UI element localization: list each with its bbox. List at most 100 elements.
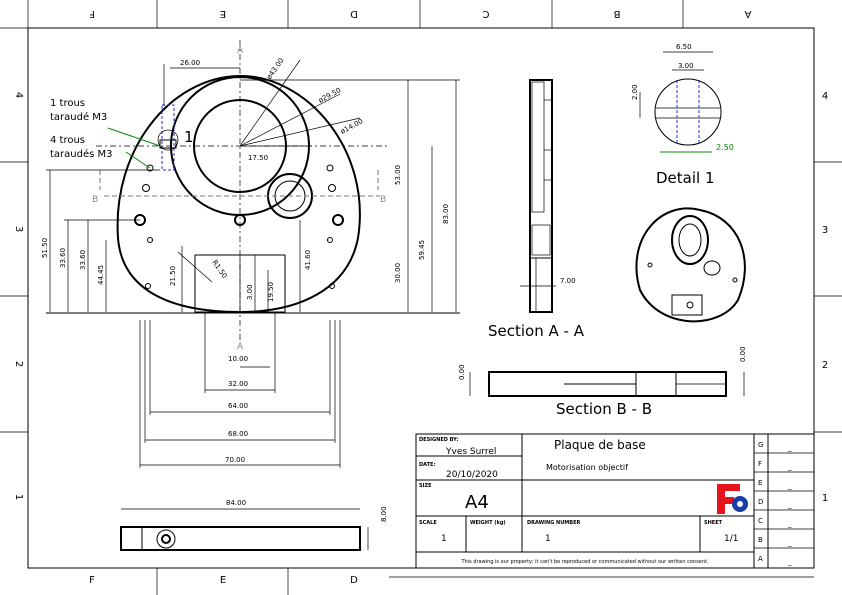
dim-33-60-b: 33.60: [79, 250, 87, 270]
row-label: 1: [13, 494, 24, 500]
dim-17-50: 17.50: [248, 154, 268, 162]
col-label: B: [613, 8, 620, 19]
col-label: E: [220, 575, 226, 586]
dim-r1-50: R1.50: [210, 259, 228, 280]
rev-letter: A: [758, 555, 763, 563]
dim-21-50: 21.50: [169, 266, 177, 286]
dim-2-00: 2.00: [631, 84, 639, 100]
rev-mark: _: [787, 520, 792, 528]
date-label: DATE:: [419, 462, 435, 468]
dim-32: 32.00: [228, 380, 248, 388]
col-label: D: [350, 8, 358, 19]
dim-3: 3.00: [246, 284, 254, 300]
frame-column-labels: F E D C B A F E D 4 3 2 1 4 3 2 1: [13, 8, 828, 586]
col-label: A: [744, 8, 751, 19]
row-label: 1: [822, 493, 828, 504]
dim-59-45: 59.45: [418, 240, 426, 260]
note-one-hole-2: taraudé M3: [50, 111, 107, 123]
section-bb: 0.00 0.00 Section B - B: [458, 346, 747, 418]
col-label: E: [220, 8, 226, 19]
col-label: F: [89, 8, 95, 19]
rev-mark: _: [787, 482, 792, 490]
hole: [332, 214, 344, 226]
dim-3-00: 3.00: [678, 62, 694, 70]
dim-phi29: ø29.50: [317, 86, 342, 104]
rev-mark: _: [787, 463, 792, 471]
rev-letter: D: [758, 498, 763, 506]
drawing-number-value: 1: [545, 534, 551, 544]
sheet-label: SHEET: [704, 520, 723, 526]
dim-83: 83.00: [442, 204, 450, 224]
drawing-title: Plaque de base: [554, 438, 646, 452]
dim-6-50: 6.50: [676, 43, 692, 51]
rev-letter: B: [758, 536, 763, 544]
detail-marker: 1: [184, 128, 194, 146]
dim-bb-left: 0.00: [458, 364, 466, 380]
dim-2-50: 2.50: [716, 143, 734, 152]
rev-letter: E: [758, 479, 762, 487]
note-one-hole-1: 1 trous: [50, 98, 85, 109]
dim-53: 53.00: [394, 165, 402, 185]
row-label: 2: [13, 361, 24, 367]
row-label: 3: [822, 225, 828, 236]
designed-by-label: DESIGNED BY:: [419, 437, 458, 443]
freecad-logo-icon: [717, 484, 748, 514]
rev-mark: _: [787, 444, 792, 452]
dim-44-45: 44.45: [97, 265, 105, 285]
size-label: SIZE: [419, 483, 432, 489]
row-label: 4: [13, 92, 24, 98]
side-view: 84.00 8.00: [120, 499, 388, 551]
title-block: DESIGNED BY: Yves Surrel DATE: 20/10/202…: [389, 433, 815, 578]
dim-30: 30.00: [394, 263, 402, 283]
row-label: 4: [822, 91, 828, 102]
row-label: 3: [13, 226, 24, 232]
dim-51-50: 51.50: [41, 238, 49, 258]
dim-19-50: 19.50: [267, 282, 275, 302]
dim-64: 64.00: [228, 402, 248, 410]
cut-label-b-right: B: [380, 195, 386, 205]
detail-1: 6.50 3.00 2.00 2.50 Detail 1: [631, 43, 734, 187]
isometric-view: [635, 207, 746, 323]
cut-label-b-left: B: [92, 195, 98, 205]
drawing-subtitle: Motorisation objectif: [546, 463, 628, 472]
rev-mark: _: [787, 558, 792, 566]
detail-title: Detail 1: [656, 169, 715, 187]
dim-26: 26.00: [180, 59, 200, 67]
size-value: A4: [465, 492, 489, 513]
dim-phi43: ø43.00: [265, 57, 286, 82]
date-value: 20/10/2020: [446, 470, 498, 480]
section-bb-title: Section B - B: [556, 400, 652, 418]
scale-value: 1: [441, 534, 447, 544]
weight-label: WEIGHT (kg): [470, 520, 506, 526]
rev-letter: G: [758, 441, 763, 449]
row-label: 2: [822, 360, 828, 371]
cut-label-a-top: A: [237, 46, 244, 56]
col-label: C: [482, 8, 489, 19]
scale-label: SCALE: [419, 520, 437, 526]
col-label: D: [350, 575, 358, 586]
dim-68: 68.00: [228, 430, 248, 438]
dim-7: 7.00: [560, 277, 576, 285]
sheet-value: 1/1: [724, 534, 738, 544]
small-hole: [142, 184, 150, 192]
dim-8: 8.00: [380, 506, 388, 522]
rev-mark: _: [787, 539, 792, 547]
designer-name: Yves Surrel: [445, 447, 496, 457]
section-aa-title: Section A - A: [488, 322, 585, 340]
section-aa: 7.00 Section A - A: [488, 79, 585, 340]
note-four-holes-2: taraudés M3: [50, 148, 113, 160]
small-hole: [328, 184, 336, 192]
dim-41-60: 41.60: [304, 250, 312, 270]
disclaimer: This drawing is our property; it can't b…: [461, 559, 709, 565]
cut-label-a-bottom: A: [237, 342, 244, 352]
dim-84: 84.00: [226, 499, 246, 507]
dim-10: 10.00: [228, 355, 248, 363]
col-label: F: [89, 575, 95, 586]
dim-bb-right: 0.00: [739, 346, 747, 362]
dim-33-60-a: 33.60: [59, 248, 67, 268]
drawing-number-label: DRAWING NUMBER: [527, 520, 580, 526]
front-view: [46, 40, 460, 468]
note-four-holes-1: 4 trous: [50, 135, 85, 146]
